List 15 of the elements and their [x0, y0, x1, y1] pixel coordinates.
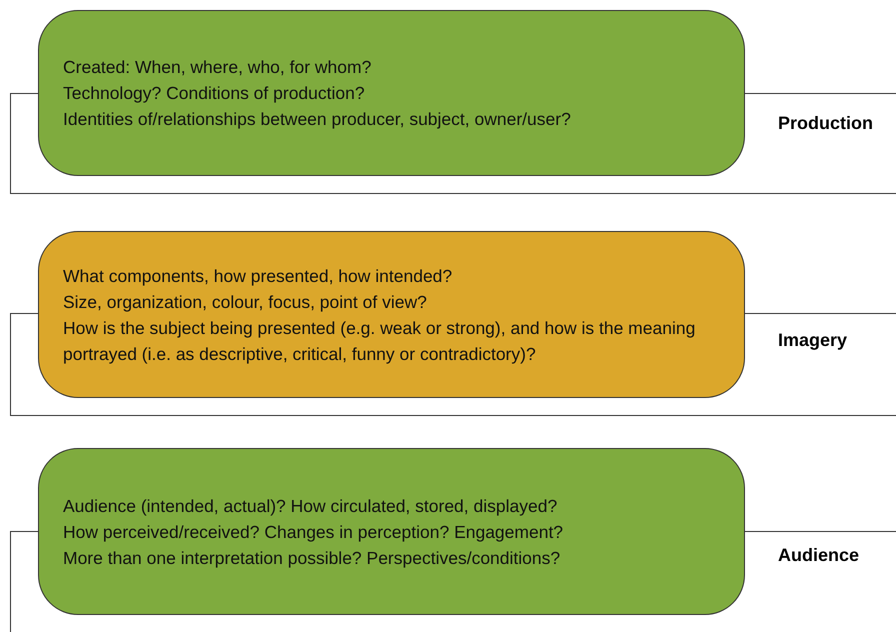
question-box [38, 231, 745, 398]
question-text: How is the subject being presented (e.g. weak or strong), and how is the meaning portrayed (i.e. as descriptive, critical, funny or contradictory)? [63, 316, 696, 366]
category-label: Audience [778, 545, 860, 566]
question-box [38, 10, 745, 176]
question-text: How perceived/received? Changes in perception? Engagement? [63, 520, 564, 544]
question-box [38, 448, 745, 615]
question-text: Audience (intended, actual)? How circulated, stored, displayed? [63, 494, 558, 518]
question-text: Size, organization, colour, focus, point of view? [63, 290, 428, 314]
question-text: More than one interpretation possible? Perspectives/conditions? [63, 546, 562, 570]
category-label: Production [778, 113, 873, 134]
category-label: Imagery [778, 330, 848, 351]
question-text: Identities of/relationships between producer, subject, owner/user? [63, 108, 572, 131]
question-text: Created: When, where, who, for whom? [63, 56, 372, 79]
question-text: What components, how presented, how intended? [63, 264, 454, 288]
question-text: Technology? Conditions of production? [63, 82, 366, 105]
